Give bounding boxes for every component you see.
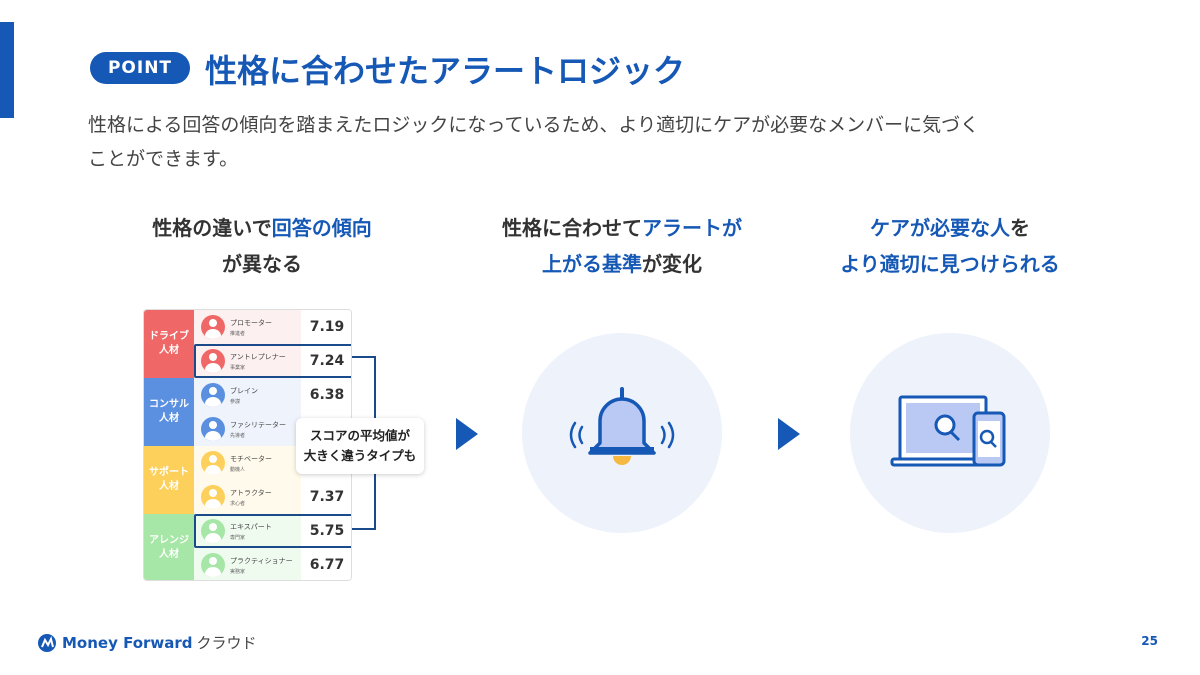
category-label: ドライブ 人材: [144, 310, 194, 378]
bell-icon: [569, 387, 675, 465]
avatar-icon: [201, 315, 225, 339]
avatar-icon: [201, 451, 225, 475]
type-name: ブレイン: [230, 387, 258, 395]
category-label: アレンジ 人材: [144, 514, 194, 580]
heading-highlight: 上がる基準: [542, 252, 642, 276]
type-name: ファシリテーター: [230, 421, 286, 429]
table-row: プロモーター 推進者 7.19: [194, 310, 351, 344]
avatar-icon: [201, 349, 225, 373]
type-name: エキスパート: [230, 523, 272, 531]
heading-text: 性格に合わせて: [502, 216, 642, 240]
category-label: コンサル 人材: [144, 378, 194, 446]
highlight-box: [194, 514, 351, 548]
callout-bubble: スコアの平均値が 大きく違うタイプも: [296, 418, 424, 474]
logo-mark-icon: [38, 633, 56, 652]
heading-text: 性格の違いで: [152, 216, 272, 240]
smartphone-search-icon: [972, 411, 1006, 467]
avatar-icon: [201, 519, 225, 543]
arrow-right-icon: [778, 418, 800, 450]
page-title: 性格に合わせたアラートロジック: [205, 52, 686, 90]
page-description: 性格による回答の傾向を踏まえたロジックになっているため、より適切にケアが必要なメ…: [88, 114, 980, 170]
type-subtitle: 先導者: [230, 433, 246, 439]
score-value: 7.19: [301, 310, 351, 344]
personality-score-table: ドライブ 人材コンサル 人材サポート 人材アレンジ 人材 プロモーター 推進者 …: [143, 309, 352, 581]
heading-highlight: アラートが: [642, 216, 742, 240]
heading-text: が変化: [642, 252, 702, 276]
point-badge: POINT: [90, 52, 190, 84]
table-row: プラクティショナー 実務家 6.77: [194, 548, 351, 580]
logo-suffix: クラウド: [196, 634, 257, 652]
type-subtitle: 専門家: [230, 535, 246, 541]
type-subtitle: 動機人: [230, 467, 246, 473]
heading-text: を: [1010, 216, 1030, 240]
type-subtitle: 実務家: [230, 569, 246, 575]
heading-highlight: 回答の傾向: [271, 216, 372, 240]
column-heading-3: ケアが必要な人を より適切に見つけられる: [790, 210, 1110, 282]
score-value: 5.75: [301, 514, 351, 548]
score-value: 7.37: [301, 480, 351, 514]
heading-text: が異なる: [222, 252, 302, 276]
category-label: サポート 人材: [144, 446, 194, 514]
type-subtitle: 求心者: [230, 501, 246, 507]
type-name: アトラクター: [230, 489, 272, 497]
bell-circle: [522, 333, 722, 533]
avatar-icon: [201, 383, 225, 407]
column-heading-2: 性格に合わせてアラートが 上がる基準が変化: [462, 210, 782, 282]
type-name: プラクティショナー: [230, 557, 293, 565]
type-subtitle: 推進者: [230, 331, 246, 337]
avatar-icon: [201, 553, 225, 577]
device-circle: [850, 333, 1050, 533]
money-forward-logo: Money Forward クラウド: [38, 632, 257, 653]
score-value: 7.24: [301, 344, 351, 378]
column-heading-1: 性格の違いで回答の傾向 が異なる: [102, 210, 422, 282]
table-row: アトラクター 求心者 7.37: [194, 480, 351, 514]
type-name: モチベーター: [230, 455, 272, 463]
logo-text: Money Forward: [62, 633, 193, 652]
type-name: アントレプレナー: [230, 353, 286, 361]
table-row: ブレイン 参謀 6.38: [194, 378, 351, 412]
avatar-icon: [201, 485, 225, 509]
type-name: プロモーター: [230, 319, 272, 327]
avatar-icon: [201, 417, 225, 441]
arrow-right-icon: [456, 418, 478, 450]
heading-highlight: ケアが必要な人: [870, 216, 1010, 240]
page-number: 25: [1141, 634, 1158, 648]
heading-highlight: より適切に見つけられる: [840, 252, 1060, 276]
accent-bar: [0, 22, 14, 118]
type-subtitle: 事業家: [230, 365, 246, 371]
callout-text: スコアの平均値が: [309, 428, 410, 443]
laptop-search-icon: [890, 395, 1006, 467]
callout-text: 大きく違うタイプも: [303, 448, 417, 463]
table-row: エキスパート 専門家 5.75: [194, 514, 351, 548]
table-row: アントレプレナー 事業家 7.24: [194, 344, 351, 378]
score-value: 6.38: [301, 378, 351, 412]
highlight-box: [194, 344, 351, 378]
type-subtitle: 参謀: [230, 399, 241, 405]
score-value: 6.77: [301, 548, 351, 580]
